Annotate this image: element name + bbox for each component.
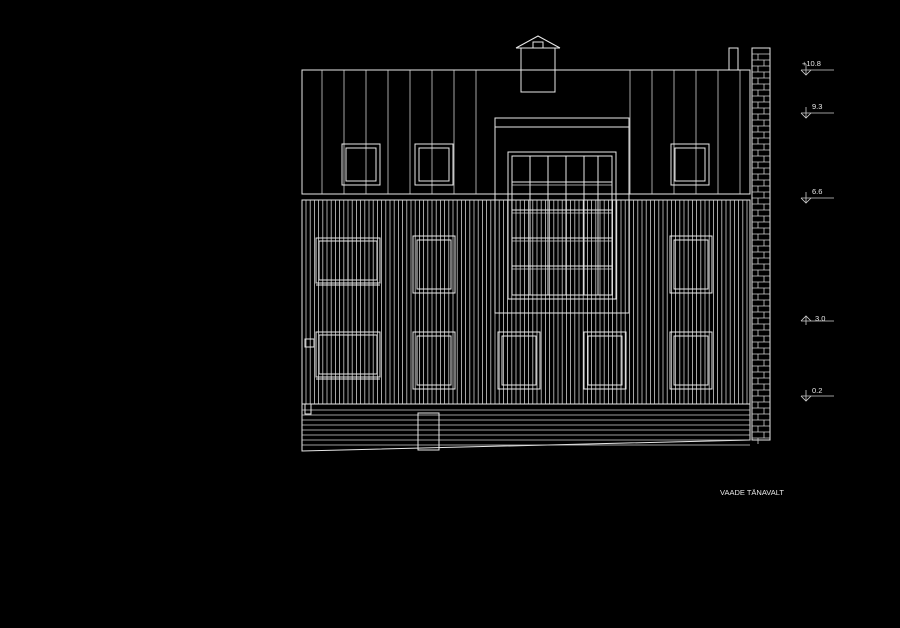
level-marker: 6.6 [800,187,834,204]
level-marker: 0.2 [800,386,834,402]
roof-standing-seams [321,70,741,194]
ground-windows [304,331,713,390]
upper-windows [315,235,713,294]
bay-window-grid [512,156,612,295]
level-label: 6.6 [812,187,822,196]
level-label: 3.0 [815,314,825,323]
level-label: +10.8 [802,59,821,68]
basement-door [417,412,440,451]
roof-windows [341,143,710,186]
window [669,331,713,390]
level-marker: 3.0 [800,314,834,325]
level-label: 9.3 [812,102,822,111]
double-window [315,237,381,284]
window [497,331,541,390]
roof-window [341,143,381,186]
level-label: 0.2 [812,386,822,395]
level-marker: +10.8 [800,59,834,76]
level-marker: 9.3 [800,102,834,119]
vent-pipe [728,47,739,71]
facade-cladding [301,199,751,405]
window [412,331,456,390]
window [583,331,627,390]
wall-marker [304,403,312,415]
roof-window [414,143,454,186]
drawing-caption: VAADE TÄNAVALT [720,488,784,497]
window [669,235,713,294]
plinth [301,403,751,452]
chimney [515,35,561,93]
double-window [315,331,381,378]
house-number-plate [304,338,315,348]
central-bay [494,117,630,314]
window [412,235,456,294]
roof-window [670,143,710,186]
level-markers: +10.8 9.3 6.6 3.0 0.2 [800,59,834,402]
brick-firewall [751,47,771,444]
